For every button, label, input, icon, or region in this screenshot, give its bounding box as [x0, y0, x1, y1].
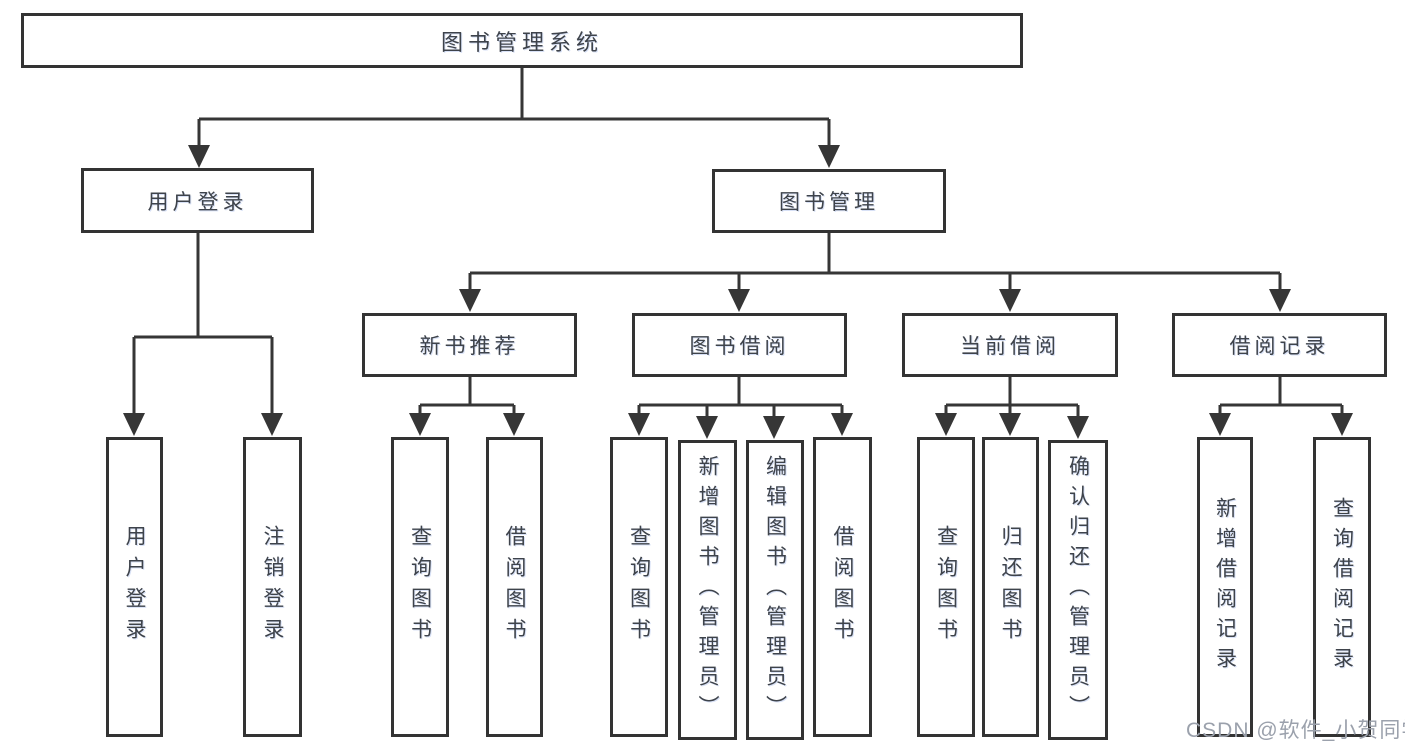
arrowhead-icon [818, 145, 840, 168]
leaf-user-login: 用户登录 [106, 437, 163, 737]
leaf-bb-edit-book-admin: 编辑图书（管理员） [746, 440, 804, 740]
leaf-br-query-record: 查询借阅记录 [1313, 437, 1371, 737]
leaf-logout: 注销登录 [243, 437, 302, 737]
node-label: 借阅记录 [1229, 335, 1330, 358]
node-label: 用户登录 [123, 525, 146, 649]
node-label: 图书借阅 [689, 335, 790, 358]
leaf-rec-borrow-book: 借阅图书 [486, 437, 543, 737]
arrowhead-icon [831, 413, 853, 436]
node-label: 借阅图书 [831, 525, 854, 649]
node-label: 查询图书 [627, 525, 651, 649]
node-label: 当前借阅 [960, 335, 1060, 358]
node-book-borrow: 图书借阅 [632, 313, 847, 377]
arrowhead-icon [1209, 413, 1231, 436]
node-label: 新书推荐 [419, 335, 520, 358]
node-borrow-records: 借阅记录 [1172, 313, 1387, 377]
node-book-management: 图书管理 [712, 169, 946, 233]
arrowhead-icon [728, 289, 750, 312]
arrowhead-icon [503, 413, 525, 436]
arrowhead-icon [188, 145, 210, 168]
leaf-bb-query-book: 查询图书 [610, 437, 668, 737]
arrowheads-group [123, 145, 1353, 439]
leaf-rec-query-book: 查询图书 [391, 437, 449, 737]
leaf-cb-query-book: 查询图书 [917, 437, 975, 737]
arrowhead-icon [459, 289, 481, 312]
node-label: 注销登录 [261, 525, 284, 649]
node-new-book-recommend: 新书推荐 [362, 313, 577, 377]
leaf-cb-confirm-return-admin: 确认归还（管理员） [1048, 440, 1108, 740]
arrowhead-icon [999, 413, 1021, 436]
leaf-cb-return-book: 归还图书 [982, 437, 1039, 737]
arrowhead-icon [409, 413, 431, 436]
leaf-bb-add-book-admin: 新增图书（管理员） [678, 440, 737, 740]
node-label: 查询借阅记录 [1330, 497, 1354, 677]
node-label: 借阅图书 [503, 525, 526, 649]
node-label: 归还图书 [999, 525, 1022, 649]
node-label: 用户登录 [147, 190, 248, 214]
arrowhead-icon [999, 289, 1021, 312]
leaf-br-add-record: 新增借阅记录 [1197, 437, 1253, 737]
arrowhead-icon [696, 416, 718, 439]
connector-path [132, 68, 1344, 421]
node-label: 图书管理 [779, 191, 879, 214]
arrowhead-icon [1269, 289, 1291, 312]
leaf-bb-borrow-book: 借阅图书 [813, 437, 872, 737]
node-label: 图书管理系统 [440, 29, 603, 55]
arrowhead-icon [261, 413, 283, 436]
node-current-borrow: 当前借阅 [902, 313, 1118, 377]
arrowhead-icon [935, 413, 957, 436]
node-label: 查询图书 [408, 525, 432, 649]
arrowhead-icon [123, 413, 145, 436]
arrowhead-icon [1067, 416, 1089, 439]
node-library-system: 图书管理系统 [21, 13, 1023, 68]
node-user-login: 用户登录 [81, 168, 314, 233]
arrowhead-icon [763, 416, 785, 439]
arrowhead-icon [1331, 413, 1353, 436]
node-label: 新增借阅记录 [1213, 497, 1237, 677]
node-label: 新增图书（管理员） [696, 455, 719, 725]
node-label: 编辑图书（管理员） [763, 455, 787, 725]
csdn-watermark: CSDN @软件_小贺同学 [1186, 719, 1405, 742]
node-label: 确认归还（管理员） [1066, 455, 1090, 725]
arrowhead-icon [628, 413, 650, 436]
node-label: 查询图书 [934, 525, 958, 649]
